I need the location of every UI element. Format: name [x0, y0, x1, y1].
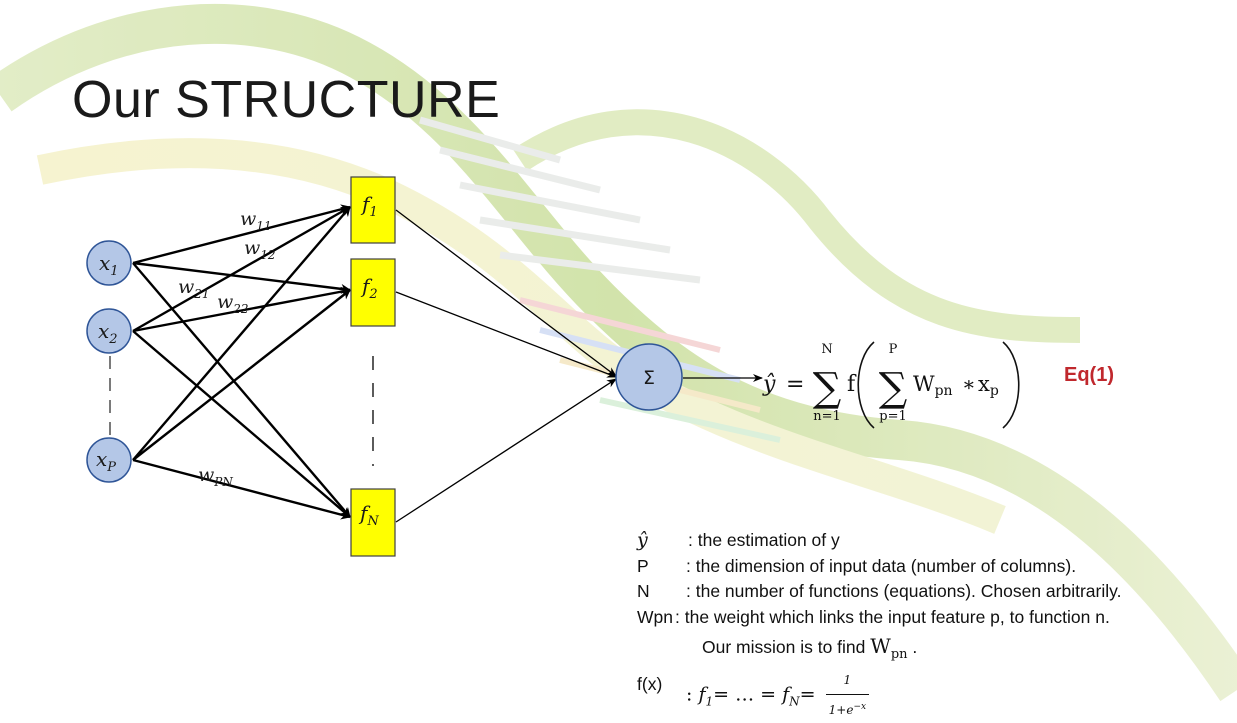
- definition-text: : the dimension of input data (number of…: [686, 554, 1076, 580]
- equation-label: Eq(1): [1064, 364, 1114, 387]
- edge-fN-sum: [396, 379, 616, 522]
- equation-right-paren: [1003, 342, 1019, 428]
- definition-symbol: Wpn: [637, 605, 673, 631]
- mission-weight-sub: pn: [891, 647, 908, 662]
- equation-lhs: ŷ: [762, 372, 776, 397]
- mission-text: Our mission is to find Wpn .: [702, 634, 917, 668]
- activation-numerator: 1: [826, 668, 869, 695]
- activation-den-exp: −x: [853, 702, 866, 712]
- input-node-P: xP: [87, 438, 131, 482]
- input-node-1: x1: [87, 241, 131, 285]
- function-box-1: f1: [351, 177, 395, 243]
- activation-colon: :: [686, 684, 692, 706]
- equation-inner-sigma: ∑: [879, 365, 908, 411]
- mission-weight: Wpn: [870, 634, 907, 658]
- equation-inner-lower: p=1: [879, 409, 907, 424]
- mission-weight-base: W: [870, 634, 891, 658]
- definition-symbol: N: [637, 579, 650, 605]
- function-sum-edges: [396, 210, 762, 522]
- function-box-N: fN: [351, 489, 395, 556]
- equation-outer-upper: N: [821, 342, 832, 357]
- function-box-2: f2: [351, 259, 395, 326]
- weight-label-w12: w12: [244, 237, 276, 262]
- activation-eq3: =: [800, 684, 816, 706]
- mission-end: .: [912, 637, 917, 657]
- weight-label-w22: w22: [217, 291, 249, 316]
- activation-eq2: =: [760, 684, 776, 706]
- definition-symbol: ŷ: [637, 528, 648, 554]
- equation-weight: Wpn: [913, 372, 953, 399]
- activation-fN-sub: N: [789, 694, 800, 708]
- edge-x1-f2: [133, 263, 350, 290]
- equation: ŷ = N ∑ n=1 f P ∑ p=1 Wpn ∗ xp: [762, 342, 1019, 428]
- equation-func: f: [847, 372, 857, 397]
- mission-label: Our mission is to find: [702, 637, 865, 657]
- equation-equals: =: [786, 372, 804, 397]
- definition-text: : the number of functions (equations). C…: [686, 579, 1121, 605]
- definition-text: : the estimation of y: [688, 528, 840, 554]
- activation-f1: f: [698, 684, 705, 706]
- weight-label-w21: w21: [178, 276, 210, 301]
- equation-outer-lower: n=1: [813, 409, 841, 424]
- activation-den-base: 1+e: [829, 703, 854, 717]
- edge-xP-f1: [133, 207, 350, 460]
- equation-left-paren: [858, 342, 874, 428]
- activation-label: f(x): [637, 672, 662, 698]
- edge-f1-sum: [396, 210, 616, 376]
- equation-inner-upper: P: [889, 342, 898, 357]
- edge-f2-sum: [396, 292, 616, 377]
- equation-op: ∗: [962, 372, 976, 396]
- activation-eq1: =: [713, 684, 729, 706]
- activation-f1-sub: 1: [706, 694, 714, 708]
- definition-text: : the weight which links the input featu…: [675, 605, 1110, 631]
- activation-denominator: 1+e−x: [826, 695, 869, 723]
- weight-label-wPN: wPN: [198, 464, 233, 489]
- weight-label-w11: w11: [240, 208, 272, 233]
- equation-outer-sigma: ∑: [813, 365, 842, 411]
- equation-x: xp: [978, 372, 999, 399]
- sum-node: Σ: [616, 344, 682, 410]
- definition-symbol: P: [637, 554, 649, 580]
- input-node-2: x2: [87, 309, 131, 353]
- sum-node-symbol: Σ: [643, 367, 655, 389]
- activation-dots: …: [735, 684, 754, 706]
- input-function-edges: [133, 207, 350, 517]
